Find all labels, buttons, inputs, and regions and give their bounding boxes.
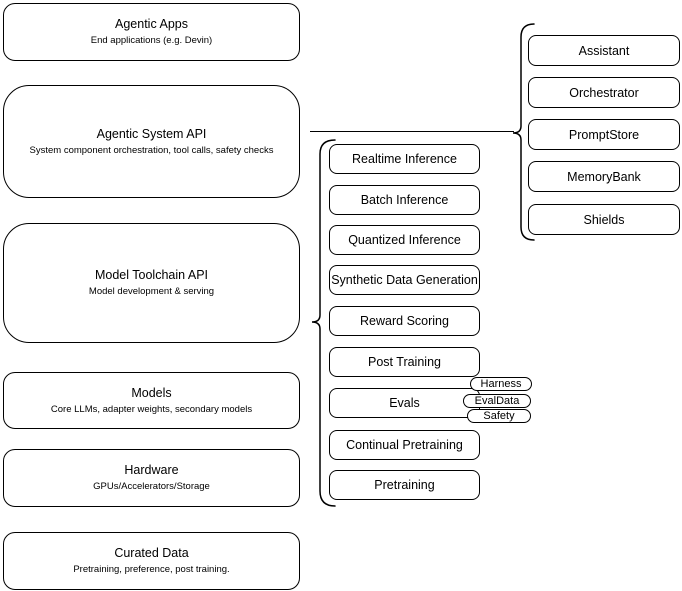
toolchain-item-evals: Evals [329, 388, 480, 418]
node-title: Agentic Apps [115, 17, 188, 31]
evals-tag-evaldata: EvalData [463, 394, 531, 408]
toolchain-item-synthetic-data-generation: Synthetic Data Generation [329, 265, 480, 295]
system-item-memorybank: MemoryBank [528, 161, 680, 192]
node-subtitle: Model development & serving [88, 286, 215, 297]
connector-line [310, 131, 514, 132]
node-subtitle: Core LLMs, adapter weights, secondary mo… [50, 403, 253, 415]
node-model-toolchain-api: Model Toolchain API Model development & … [3, 223, 300, 343]
node-title: Model Toolchain API [94, 268, 209, 282]
node-subtitle: GPUs/Accelerators/Storage [93, 481, 210, 492]
toolchain-bracket [311, 139, 336, 507]
node-hardware: Hardware GPUs/Accelerators/Storage [3, 449, 300, 507]
node-agentic-system-api: Agentic System API System component orch… [3, 85, 300, 198]
toolchain-item-post-training: Post Training [329, 347, 480, 377]
system-item-orchestrator: Orchestrator [528, 77, 680, 108]
toolchain-item-realtime-inference: Realtime Inference [329, 144, 480, 174]
system-bracket [512, 23, 535, 241]
toolchain-item-pretraining: Pretraining [329, 470, 480, 500]
system-item-assistant: Assistant [528, 35, 680, 66]
toolchain-item-reward-scoring: Reward Scoring [329, 306, 480, 336]
toolchain-item-quantized-inference: Quantized Inference [329, 225, 480, 255]
system-item-shields: Shields [528, 204, 680, 235]
node-models: Models Core LLMs, adapter weights, secon… [3, 372, 300, 429]
node-title: Agentic System API [96, 126, 207, 141]
node-subtitle: System component orchestration, tool cal… [29, 144, 274, 156]
toolchain-item-continual-pretraining: Continual Pretraining [329, 430, 480, 460]
system-item-promptstore: PromptStore [528, 119, 680, 150]
node-title: Models [131, 385, 172, 400]
evals-tag-harness: Harness [470, 377, 532, 391]
node-curated-data: Curated Data Pretraining, preference, po… [3, 532, 300, 590]
evals-tag-safety: Safety [467, 409, 531, 423]
node-title: Curated Data [114, 546, 189, 560]
node-subtitle: Pretraining, preference, post training. [73, 564, 230, 575]
node-agentic-apps: Agentic Apps End applications (e.g. Devi… [3, 3, 300, 61]
toolchain-item-batch-inference: Batch Inference [329, 185, 480, 215]
node-subtitle: End applications (e.g. Devin) [90, 35, 213, 46]
node-title: Hardware [124, 463, 179, 477]
